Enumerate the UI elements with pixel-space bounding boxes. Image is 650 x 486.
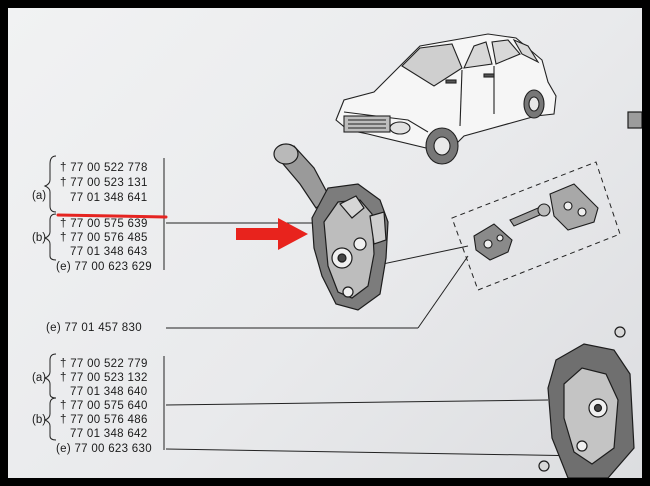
- upper-brace-a: [43, 155, 57, 213]
- leader-lower-2: [165, 448, 589, 457]
- upper-group-b-label: (b): [32, 232, 47, 244]
- leader-lower: [165, 399, 549, 406]
- upper-part-b3: 77 01 348 643: [70, 246, 148, 258]
- lower-part-e: (e) 77 00 623 630: [56, 443, 152, 455]
- leader-middle-up: [417, 255, 469, 329]
- lower-lock-mechanism: [538, 111, 642, 478]
- upper-part-a2: † 77 00 523 131: [60, 177, 148, 189]
- lower-brace-a: [43, 353, 57, 399]
- lower-part-a2: † 77 00 523 132: [60, 372, 148, 384]
- middle-part-e: (e) 77 01 457 830: [46, 322, 142, 334]
- lower-part-b2: † 77 00 576 486: [60, 414, 148, 426]
- upper-part-b2: † 77 00 576 485: [60, 232, 148, 244]
- lower-part-a3: 77 01 348 640: [70, 386, 148, 398]
- parts-catalog-page: (a) † 77 00 522 778 † 77 00 523 131 77 0…: [8, 8, 642, 478]
- lower-group-a-label: (a): [32, 372, 47, 384]
- red-arrow-icon: [236, 218, 308, 250]
- striker-and-screw: [473, 183, 599, 261]
- exploded-view-drawing: [43, 33, 642, 478]
- highlight-underline: [56, 213, 168, 219]
- upper-brace-b: [43, 213, 57, 261]
- dashed-detail-box: [451, 161, 621, 291]
- upper-part-b1: † 77 00 575 639: [60, 218, 148, 230]
- renault-12-car-drawing: [335, 33, 557, 165]
- lower-part-b1: † 77 00 575 640: [60, 400, 148, 412]
- upper-part-e: (e) 77 00 623 629: [56, 261, 152, 273]
- lower-group-b-label: (b): [32, 414, 47, 426]
- upper-part-a1: † 77 00 522 778: [60, 162, 148, 174]
- upper-group-a-label: (a): [32, 190, 47, 202]
- lower-brace-b: [43, 397, 57, 441]
- lower-part-a1: † 77 00 522 779: [60, 358, 148, 370]
- upper-part-a3-highlighted: 77 01 348 641: [70, 192, 148, 204]
- door-lock-mechanism: [273, 143, 389, 311]
- lower-part-b3: 77 01 348 642: [70, 428, 148, 440]
